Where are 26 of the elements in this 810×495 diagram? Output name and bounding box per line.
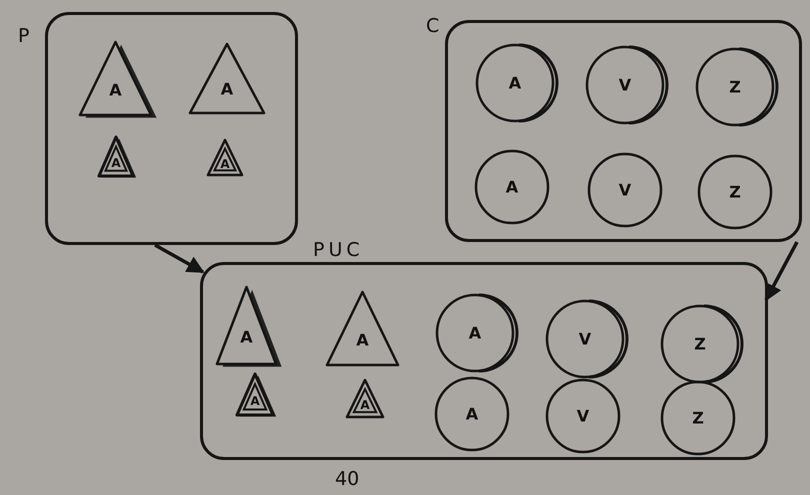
- shape-letter: A: [240, 328, 253, 347]
- shape-letter: Z: [692, 408, 704, 428]
- shape-letter: A: [356, 330, 369, 350]
- shape-letter: V: [618, 76, 632, 94]
- page-number: 40: [335, 468, 360, 490]
- shape-letter: V: [578, 330, 592, 348]
- shape-letter: V: [618, 180, 632, 200]
- shape-letter: A: [508, 74, 522, 92]
- shape-letter: V: [576, 406, 590, 426]
- shape-letter: A: [111, 156, 121, 170]
- set-name: PUC: [313, 239, 364, 261]
- shape-letter: A: [109, 80, 122, 100]
- shape-letter: A: [506, 178, 518, 196]
- shape-letter: Z: [694, 334, 706, 354]
- arrow: [764, 241, 799, 302]
- set-name: C: [426, 15, 444, 37]
- shape-letter: A: [220, 80, 234, 99]
- shape-letter: Z: [729, 182, 741, 202]
- shape-letter: Z: [729, 78, 741, 96]
- set-name: P: [18, 25, 34, 47]
- shape-letter: A: [360, 398, 370, 412]
- arrow: [154, 243, 205, 274]
- shape-letter: A: [250, 394, 260, 408]
- shape-letter: A: [220, 156, 230, 171]
- shape-letter: A: [468, 324, 482, 342]
- shape-letter: A: [466, 404, 478, 424]
